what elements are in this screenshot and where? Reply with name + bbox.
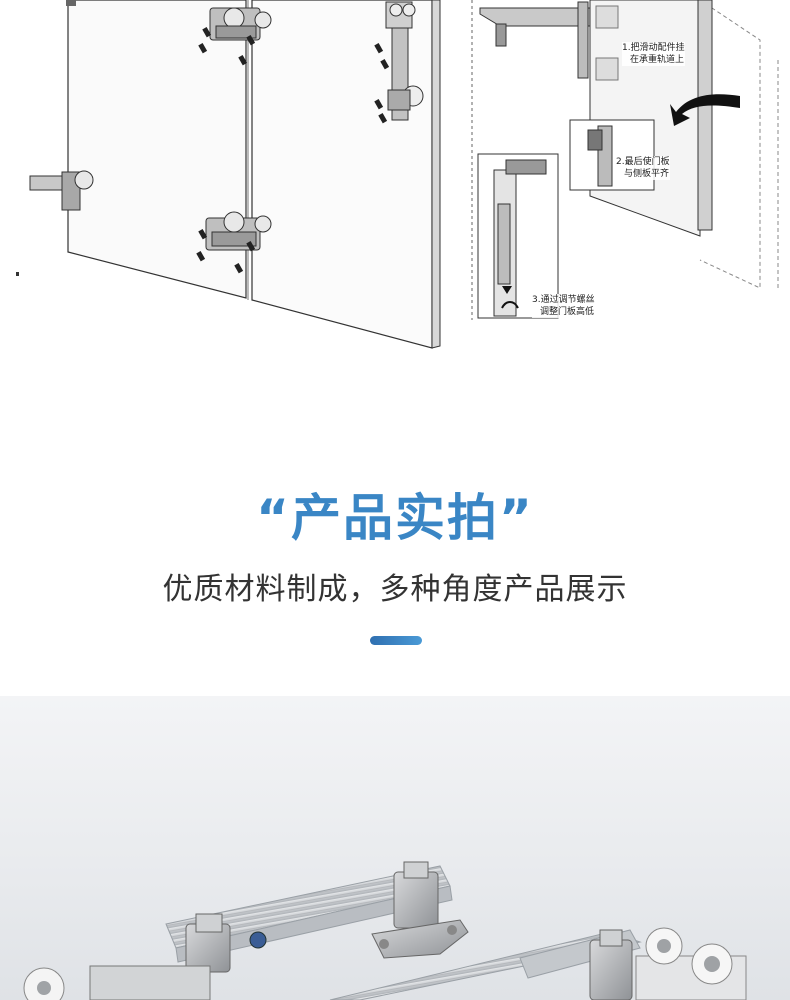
product-photo-drawing xyxy=(23,861,747,1000)
section-subtitle: 优质材料制成，多种角度产品展示 xyxy=(162,572,628,607)
hinge-bracket-icon xyxy=(209,7,272,41)
step-2-label: 2.最后使门板 与侧板平齐 xyxy=(616,156,670,180)
screw-icon xyxy=(196,27,390,274)
hinge-bracket-icon xyxy=(66,0,76,6)
step-2-line1: 2.最后使门板 xyxy=(616,157,670,167)
hinge-bracket-icon xyxy=(385,1,424,121)
step-2-line2: 与侧板平齐 xyxy=(624,169,670,179)
step-3-line1: 3.通过调节螺丝 xyxy=(532,295,595,305)
step-1-label: 1.把滑动配件挂 在承重轨道上 xyxy=(622,42,685,66)
section-header: “产品实拍” 优质材料制成，多种角度产品展示 xyxy=(0,370,790,696)
curved-arrow-icon xyxy=(670,94,740,126)
roller-wheel-icon xyxy=(645,927,733,985)
installation-diagram: 1.把滑动配件挂 在承重轨道上 2.最后使门板 与侧板平齐 3.通过调节螺丝 调… xyxy=(0,0,790,370)
section-heading: “产品实拍” xyxy=(256,489,534,547)
product-photo xyxy=(0,696,790,1000)
door-panel-edge xyxy=(431,0,441,349)
curved-arrow-icon xyxy=(501,301,519,309)
hinge-bracket-icon xyxy=(23,965,211,1000)
door-panel-left xyxy=(67,0,247,299)
hinge-bracket-icon xyxy=(205,211,272,251)
step-1-line1: 1.把滑动配件挂 xyxy=(622,43,685,53)
hinge-bracket-icon xyxy=(29,170,94,211)
section-divider xyxy=(370,636,422,645)
step-3-label: 3.通过调节螺丝 调整门板高低 xyxy=(532,294,595,318)
hinge-bracket-icon xyxy=(185,861,469,973)
step-3-line2: 调整门板高低 xyxy=(540,307,595,317)
step-1-line2: 在承重轨道上 xyxy=(630,55,685,65)
